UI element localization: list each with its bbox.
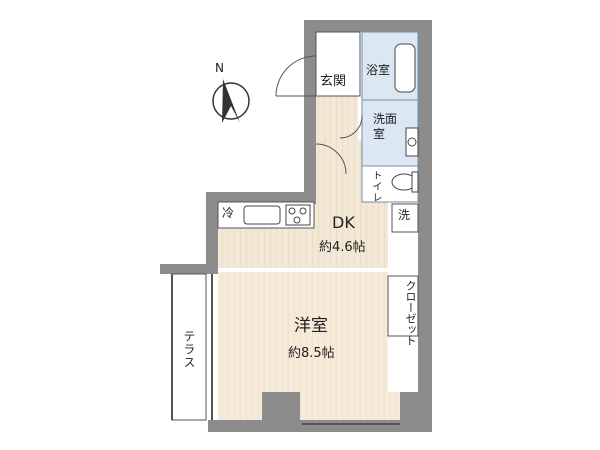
bathtub-icon (394, 43, 416, 93)
room-size-western: 約8.5帖 (288, 346, 335, 361)
room-label-washroom: 洗面室 (373, 112, 398, 141)
closet-area (387, 275, 419, 337)
washroom-door (339, 115, 363, 139)
western-floor-lower (300, 392, 400, 420)
toilet-tank-icon (411, 171, 419, 193)
room-label-laundry: 洗 (398, 208, 411, 222)
burner-icon (293, 216, 301, 224)
genkan-floor (315, 31, 361, 97)
western-floor-side (218, 392, 262, 420)
room-label-bath: 浴室 (366, 63, 391, 77)
washbasin-icon (405, 127, 419, 157)
terrace-floor (171, 273, 207, 421)
room-label-western: 洋室 (294, 316, 328, 336)
burner-icon (299, 207, 307, 215)
room-label-genkan: 玄関 (320, 74, 347, 89)
room-label-closet: クローゼット (404, 280, 417, 346)
kitchen-sink-icon (243, 205, 281, 225)
room-label-fridge: 冷 (222, 206, 235, 220)
room-label-toilet: トイレ (370, 170, 381, 203)
western-floor (218, 272, 388, 392)
room-size-dk: 約4.6帖 (319, 240, 366, 255)
walls (160, 20, 432, 432)
room-label-terrace: テラス (182, 330, 196, 369)
laundry-floor (391, 203, 419, 233)
compass-north-label: N (215, 61, 224, 75)
room-label-dk: DK (332, 213, 355, 232)
corridor-door (315, 143, 347, 175)
burner-icon (288, 207, 296, 215)
basin-bowl-icon (407, 137, 417, 147)
compass-icon (212, 79, 250, 123)
stove-icon (285, 204, 311, 226)
entrance-door (275, 55, 317, 97)
